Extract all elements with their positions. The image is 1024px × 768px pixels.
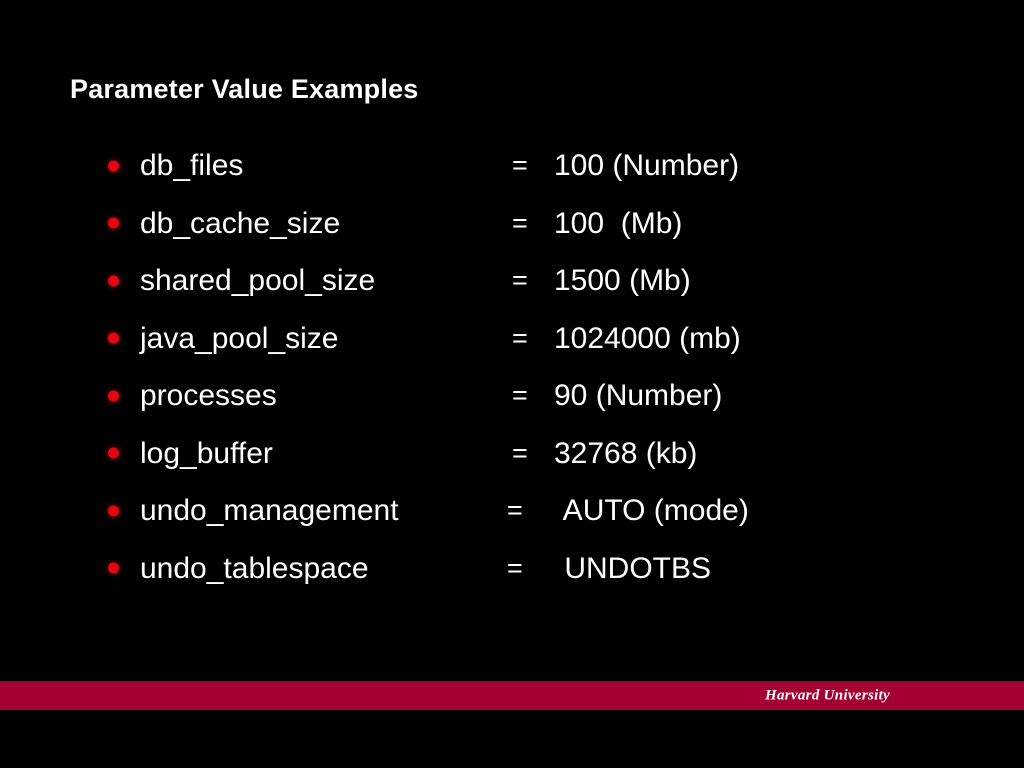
equals-sign: = xyxy=(512,207,528,238)
bullet-icon xyxy=(108,562,119,574)
parameter-value: 32768 (kb) xyxy=(554,436,698,470)
parameter-name: db_cache_size xyxy=(140,206,341,240)
parameter-value: 1500 (Mb) xyxy=(554,264,691,297)
parameter-value: 90 (Number) xyxy=(554,379,723,412)
equals-sign: = xyxy=(512,437,528,468)
list-item: undo_management = AUTO (mode) xyxy=(0,482,1024,540)
parameter-value: 100 (Number) xyxy=(554,149,740,182)
parameter-name: db_files xyxy=(140,149,244,182)
footer-institution-label: Harvard University xyxy=(765,687,890,703)
parameter-name: undo_management xyxy=(140,494,399,527)
parameter-name: java_pool_size xyxy=(140,321,339,355)
bullet-icon xyxy=(108,390,119,402)
page-title: Parameter Value Examples xyxy=(70,74,419,104)
parameter-value: 1024000 (mb) xyxy=(554,321,741,355)
equals-sign: = xyxy=(512,380,528,410)
equals-sign: = xyxy=(512,265,528,295)
list-item: db_files = 100 (Number) xyxy=(0,137,1024,195)
parameter-value: AUTO (mode) xyxy=(556,494,749,527)
bullet-icon xyxy=(108,275,119,287)
bullet-icon xyxy=(108,332,119,344)
footer-bar: Harvard University xyxy=(0,681,1024,710)
list-item: processes = 90 (Number) xyxy=(0,367,1024,425)
parameter-name: shared_pool_size xyxy=(140,264,376,297)
equals-sign: = xyxy=(507,552,523,583)
equals-sign: = xyxy=(512,322,528,353)
parameter-name: processes xyxy=(140,379,277,412)
parameter-value: 100 (Mb) xyxy=(554,206,683,240)
parameter-name: log_buffer xyxy=(140,436,273,470)
bullet-icon xyxy=(108,217,119,229)
equals-sign: = xyxy=(507,495,523,525)
bullet-icon xyxy=(108,447,119,459)
parameter-list: db_files = 100 (Number) db_cache_size = … xyxy=(0,137,1024,597)
list-item: undo_tablespace = UNDOTBS xyxy=(0,540,1024,598)
parameter-name: undo_tablespace xyxy=(140,551,369,585)
list-item: shared_pool_size = 1500 (Mb) xyxy=(0,252,1024,310)
list-item: log_buffer = 32768 (kb) xyxy=(0,425,1024,483)
list-item: db_cache_size = 100 (Mb) xyxy=(0,195,1024,253)
equals-sign: = xyxy=(512,150,528,180)
parameter-value: UNDOTBS xyxy=(556,551,712,585)
bullet-icon xyxy=(108,160,119,172)
bullet-icon xyxy=(108,505,119,517)
list-item: java_pool_size = 1024000 (mb) xyxy=(0,310,1024,368)
